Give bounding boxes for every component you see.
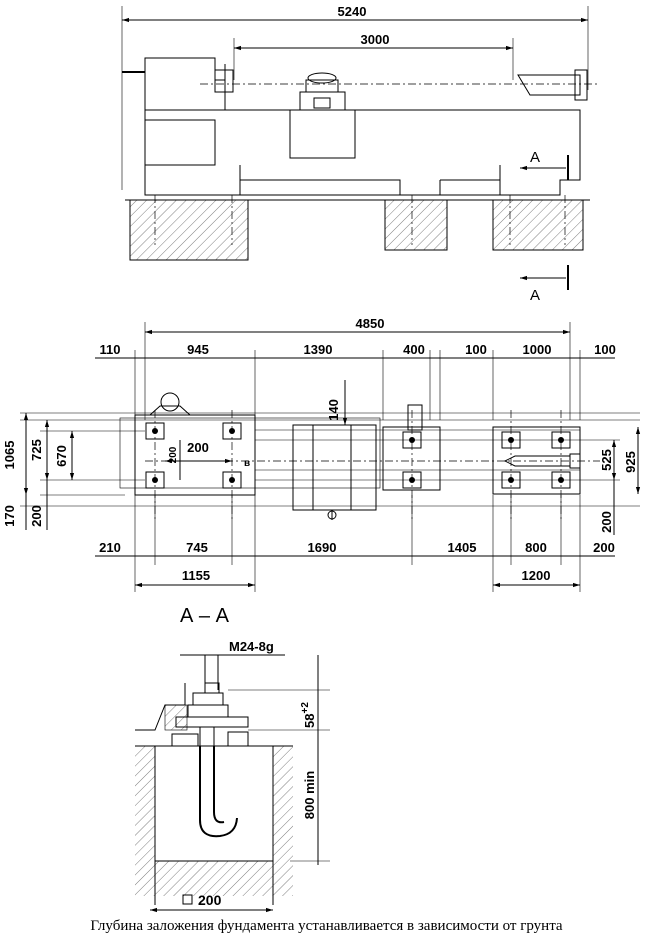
dim-200-right: 200 bbox=[599, 511, 614, 533]
dim-110: 110 bbox=[100, 342, 121, 357]
dim-140: 140 bbox=[326, 399, 341, 421]
dim-800: 800 bbox=[525, 540, 547, 555]
dim-745: 745 bbox=[186, 540, 208, 555]
vertical-200-left: 200 bbox=[168, 446, 179, 463]
side-elevation: 5240 3000 bbox=[121, 4, 600, 304]
top-chain-ticks bbox=[134, 350, 581, 420]
dim-1390: 1390 bbox=[304, 342, 333, 357]
dim-200-left: 200 bbox=[29, 505, 44, 527]
dim-670: 670 bbox=[54, 445, 69, 467]
section-mark-a-lower: А bbox=[530, 287, 540, 304]
dim-400: 400 bbox=[403, 342, 425, 357]
dim-1200: 1200 bbox=[522, 568, 551, 583]
section-mark-a-upper: А bbox=[530, 149, 540, 166]
dim-3000: 3000 bbox=[361, 32, 390, 47]
foundation-caption: Глубина заложения фундамента устанавлива… bbox=[90, 918, 563, 934]
dim-1000: 1000 bbox=[523, 342, 552, 357]
dim-525: 525 bbox=[599, 449, 614, 471]
dim-4850: 4850 bbox=[356, 316, 385, 331]
section-a-a: А – А M24-8g 58+2 800 min bbox=[135, 605, 330, 913]
dim-1065: 1065 bbox=[2, 441, 17, 470]
section-title: А – А bbox=[180, 605, 230, 627]
square-size: 200 bbox=[198, 892, 222, 908]
depth-min: 800 min bbox=[302, 771, 317, 819]
dim-945: 945 bbox=[187, 342, 209, 357]
dim-725: 725 bbox=[29, 439, 44, 461]
dim-170: 170 bbox=[2, 505, 17, 527]
dim-1690: 1690 bbox=[308, 540, 337, 555]
dim-1405: 1405 bbox=[448, 540, 477, 555]
dim-210: 210 bbox=[99, 540, 121, 555]
label-b: в bbox=[244, 458, 250, 469]
dim-200-inner: 200 bbox=[187, 440, 209, 455]
dim-925: 925 bbox=[623, 451, 638, 473]
anchor-bolts bbox=[145, 422, 571, 489]
dim-1155: 1155 bbox=[182, 568, 210, 583]
dim-200-bottom: 200 bbox=[593, 540, 615, 555]
dim-100-b: 100 bbox=[594, 342, 616, 357]
plan-view: 4850 110 945 1390 400 100 1000 100 bbox=[2, 316, 641, 592]
thread-spec: M24-8g bbox=[229, 639, 274, 654]
dim-5240: 5240 bbox=[338, 4, 367, 19]
depth-tolerance: 58+2 bbox=[300, 702, 317, 728]
dim-100-a: 100 bbox=[465, 342, 487, 357]
